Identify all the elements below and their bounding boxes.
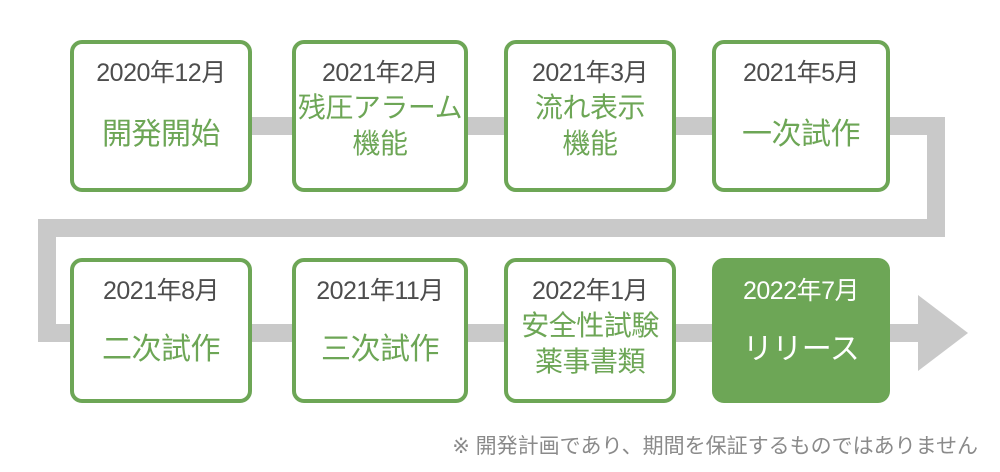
milestone-date: 2020年12月	[96, 59, 226, 87]
milestone-card-1[interactable]: 2020年12月 開発開始	[70, 40, 252, 192]
milestone-label-line: 一次試作	[742, 118, 861, 151]
connector-segment-mid-bar	[38, 219, 945, 237]
milestone-date: 2021年11月	[316, 277, 444, 305]
milestone-label-line: 流れ表示	[534, 92, 646, 123]
milestone-label: 開発開始	[74, 88, 248, 188]
connector-segment-r1-3	[676, 117, 712, 135]
milestone-date: 2021年3月	[531, 59, 649, 87]
milestone-label-line: 三次試作	[321, 332, 440, 366]
milestone-label-line: リリース	[742, 332, 860, 366]
connector-segment-r1-2	[468, 117, 504, 135]
milestone-label: 流れ表示 機能	[508, 88, 672, 188]
connector-segment-left-drop	[38, 219, 56, 332]
milestone-label: 安全性試験 薬事書類	[508, 306, 672, 399]
milestone-date: 2021年8月	[102, 277, 220, 305]
milestone-label: 残圧アラーム 機能	[296, 88, 464, 188]
milestone-card-5[interactable]: 2021年8月 二次試作	[70, 258, 252, 403]
milestone-label-line: 薬事書類	[534, 346, 646, 377]
milestone-label: 一次試作	[716, 88, 886, 188]
milestone-date: 2022年1月	[531, 277, 649, 305]
connector-segment-r1-1	[252, 117, 292, 135]
milestone-label: 二次試作	[74, 306, 248, 399]
milestone-card-7[interactable]: 2022年1月 安全性試験 薬事書類	[504, 258, 676, 403]
milestone-card-2[interactable]: 2021年2月 残圧アラーム 機能	[292, 40, 468, 192]
connector-segment-r2-2	[468, 324, 504, 342]
milestone-card-8-release[interactable]: 2022年7月 リリース	[712, 258, 890, 403]
milestone-label-line: 機能	[562, 128, 618, 159]
connector-segment-right-drop	[927, 117, 945, 230]
connector-segment-r2-3	[676, 324, 712, 342]
milestone-card-4[interactable]: 2021年5月 一次試作	[712, 40, 890, 192]
milestone-date: 2021年5月	[742, 59, 860, 87]
milestone-label-line: 開発開始	[102, 118, 221, 151]
milestone-label-line: 機能	[352, 128, 408, 159]
connector-segment-r2-1	[252, 324, 292, 342]
flow-arrow-icon	[918, 295, 968, 371]
milestone-card-6[interactable]: 2021年11月 三次試作	[292, 258, 468, 403]
milestone-date: 2022年7月	[742, 277, 860, 305]
milestone-label-line: 安全性試験	[521, 310, 659, 341]
disclaimer-footnote: ※ 開発計画であり、期間を保証するものではありません	[452, 435, 978, 458]
milestone-date: 2021年2月	[321, 59, 439, 87]
milestone-label: 三次試作	[296, 306, 464, 399]
milestone-card-3[interactable]: 2021年3月 流れ表示 機能	[504, 40, 676, 192]
milestone-label-line: 残圧アラーム	[297, 92, 463, 123]
milestone-label: リリース	[716, 306, 886, 399]
connector-segment-tail	[886, 324, 922, 342]
milestone-label-line: 二次試作	[102, 332, 221, 366]
